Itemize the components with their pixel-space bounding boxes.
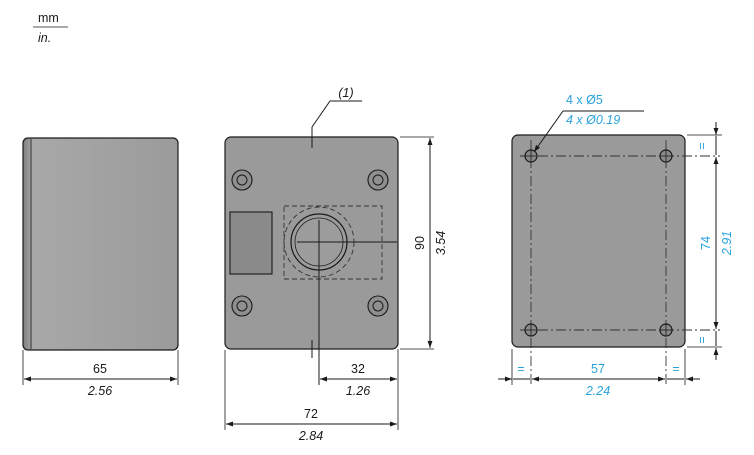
rear-vspacing-mm: 74	[699, 236, 713, 250]
hole-spec-mm: 4 x Ø5	[566, 93, 603, 107]
rear-hspacing-mm: 57	[591, 362, 605, 376]
hole-top-right	[659, 149, 673, 163]
screw-bottom-left	[231, 295, 253, 317]
front-width-mm: 72	[304, 407, 318, 421]
rear-top-equal: =	[695, 142, 709, 149]
side-width-mm: 65	[93, 362, 107, 376]
side-view-body	[22, 137, 179, 351]
screw-bottom-right	[367, 295, 389, 317]
side-view: 65 2.56	[22, 137, 179, 398]
screw-top-right	[367, 169, 389, 191]
callout-label: (1)	[338, 86, 353, 100]
rear-right-equal: =	[672, 362, 679, 376]
rear-left-equal: =	[517, 362, 524, 376]
front-height-in: 3.54	[434, 231, 448, 255]
hole-spec-in: 4 x Ø0.19	[566, 113, 620, 127]
hole-callout-leader	[533, 110, 564, 153]
rear-hspacing-in: 2.24	[585, 384, 610, 398]
button-housing-outline	[283, 205, 383, 280]
hole-top-left	[524, 149, 538, 163]
units-legend: mm in.	[33, 11, 68, 45]
front-offset-in: 1.26	[346, 384, 370, 398]
callout-leader	[311, 100, 331, 128]
screw-top-left	[231, 169, 253, 191]
side-width-in: 2.56	[87, 384, 112, 398]
hole-bottom-left	[524, 323, 538, 337]
unit-secondary: in.	[38, 31, 51, 45]
front-view: (1) 90 3.54 32 1.26 72 2.84	[224, 86, 448, 443]
rear-view: 4 x Ø5 4 x Ø0.19 = 74 2.91 = = 57 2.24 =	[498, 93, 734, 398]
hole-bottom-right	[659, 323, 673, 337]
unit-primary: mm	[38, 11, 59, 25]
front-offset-mm: 32	[351, 362, 365, 376]
front-width-in: 2.84	[298, 429, 323, 443]
rear-bottom-equal: =	[695, 336, 709, 343]
label-window	[229, 211, 273, 275]
front-height-mm: 90	[413, 236, 427, 250]
rear-view-body	[511, 134, 686, 348]
rear-vspacing-in: 2.91	[720, 231, 734, 256]
